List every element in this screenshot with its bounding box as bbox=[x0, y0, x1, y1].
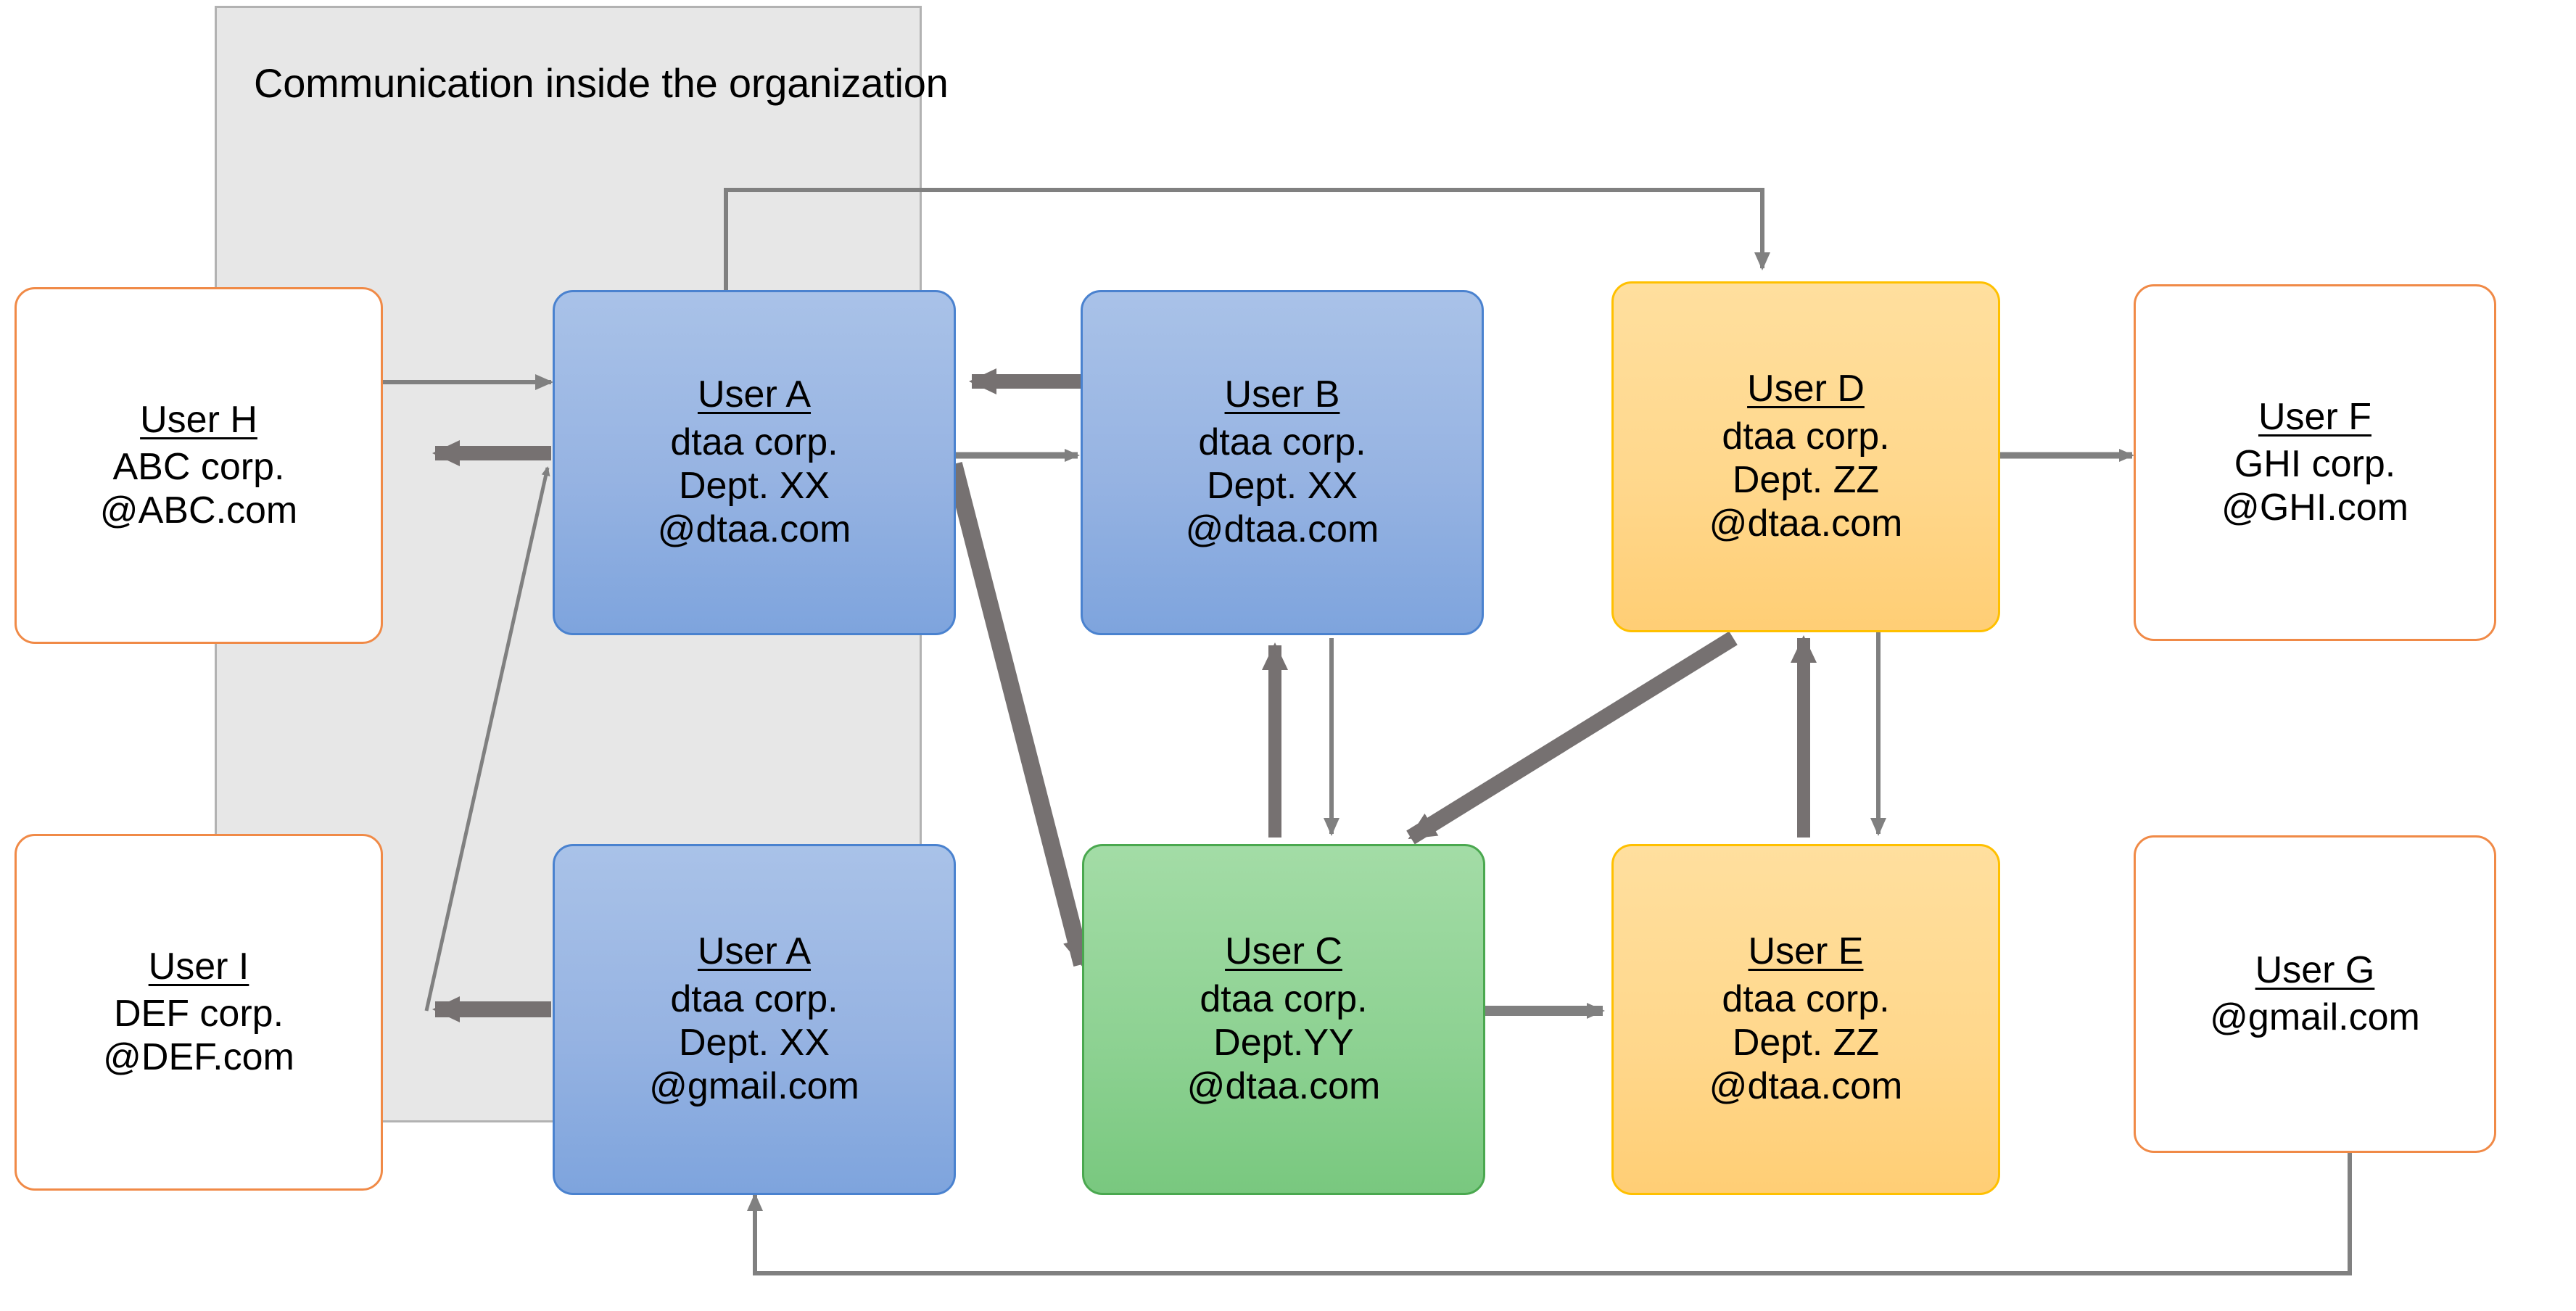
node-user-d-line2: Dept. ZZ bbox=[1732, 458, 1880, 501]
node-user-c-name: User C bbox=[1225, 930, 1342, 973]
node-user-a-top-line1: dtaa corp. bbox=[670, 421, 838, 463]
panel-title: Communication inside the organization bbox=[254, 60, 949, 106]
node-user-a-bottom[interactable]: User A dtaa corp. Dept. XX @gmail.com bbox=[553, 844, 956, 1195]
node-user-h-line1: ABC corp. bbox=[112, 445, 285, 488]
edge-a-to-d bbox=[724, 188, 1770, 290]
node-user-b-line2: Dept. XX bbox=[1206, 464, 1358, 507]
node-user-d[interactable]: User D dtaa corp. Dept. ZZ @dtaa.com bbox=[1611, 281, 2000, 632]
node-user-c-line2: Dept.YY bbox=[1213, 1021, 1354, 1064]
node-user-f-line1: GHI corp. bbox=[2234, 442, 2396, 485]
node-user-h[interactable]: User H ABC corp. @ABC.com bbox=[15, 287, 383, 644]
node-user-i[interactable]: User I DEF corp. @DEF.com bbox=[15, 834, 383, 1191]
node-user-f[interactable]: User F GHI corp. @GHI.com bbox=[2134, 284, 2496, 641]
edge-i-to-a bbox=[424, 466, 550, 1012]
node-user-g[interactable]: User G @gmail.com bbox=[2134, 835, 2496, 1153]
node-user-e-line1: dtaa corp. bbox=[1722, 977, 1890, 1020]
node-user-g-name: User G bbox=[2255, 948, 2375, 991]
node-user-a-top-name: User A bbox=[697, 373, 812, 416]
node-user-d-line1: dtaa corp. bbox=[1722, 415, 1890, 458]
node-user-a-bottom-line2: Dept. XX bbox=[678, 1021, 830, 1064]
node-user-a-top-line2: Dept. XX bbox=[678, 464, 830, 507]
node-user-h-line2: @ABC.com bbox=[99, 489, 298, 532]
node-user-b-line1: dtaa corp. bbox=[1198, 421, 1366, 463]
node-user-a-top[interactable]: User A dtaa corp. Dept. XX @dtaa.com bbox=[553, 290, 956, 635]
node-user-b[interactable]: User B dtaa corp. Dept. XX @dtaa.com bbox=[1081, 290, 1484, 635]
node-user-e-name: User E bbox=[1748, 930, 1864, 973]
node-user-e[interactable]: User E dtaa corp. Dept. ZZ @dtaa.com bbox=[1611, 844, 2000, 1195]
node-user-a-bottom-line1: dtaa corp. bbox=[670, 977, 838, 1020]
node-user-a-bottom-line3: @gmail.com bbox=[649, 1065, 859, 1108]
edge-g-to-a-bottom bbox=[747, 1151, 2352, 1275]
node-user-d-line3: @dtaa.com bbox=[1709, 503, 1903, 545]
node-user-i-name: User I bbox=[148, 945, 249, 988]
node-user-i-line2: @DEF.com bbox=[103, 1036, 294, 1079]
node-user-e-line2: Dept. ZZ bbox=[1732, 1021, 1880, 1064]
edge-a-to-c bbox=[945, 462, 1091, 967]
node-user-g-line1: @gmail.com bbox=[2210, 996, 2420, 1038]
node-user-c[interactable]: User C dtaa corp. Dept.YY @dtaa.com bbox=[1082, 844, 1485, 1195]
node-user-d-name: User D bbox=[1747, 368, 1865, 410]
node-user-a-bottom-name: User A bbox=[697, 930, 812, 973]
node-user-i-line1: DEF corp. bbox=[113, 992, 284, 1035]
node-user-e-line3: @dtaa.com bbox=[1709, 1065, 1903, 1108]
node-user-c-line3: @dtaa.com bbox=[1186, 1065, 1381, 1108]
node-user-h-name: User H bbox=[140, 398, 257, 441]
node-user-f-line2: @GHI.com bbox=[2221, 487, 2408, 529]
node-user-b-name: User B bbox=[1224, 373, 1340, 416]
node-user-a-top-line3: @dtaa.com bbox=[657, 508, 851, 551]
node-user-f-name: User F bbox=[2258, 395, 2371, 438]
node-user-c-line1: dtaa corp. bbox=[1200, 977, 1368, 1020]
node-user-b-line3: @dtaa.com bbox=[1185, 508, 1379, 551]
edge-d-to-c bbox=[1406, 631, 1738, 845]
